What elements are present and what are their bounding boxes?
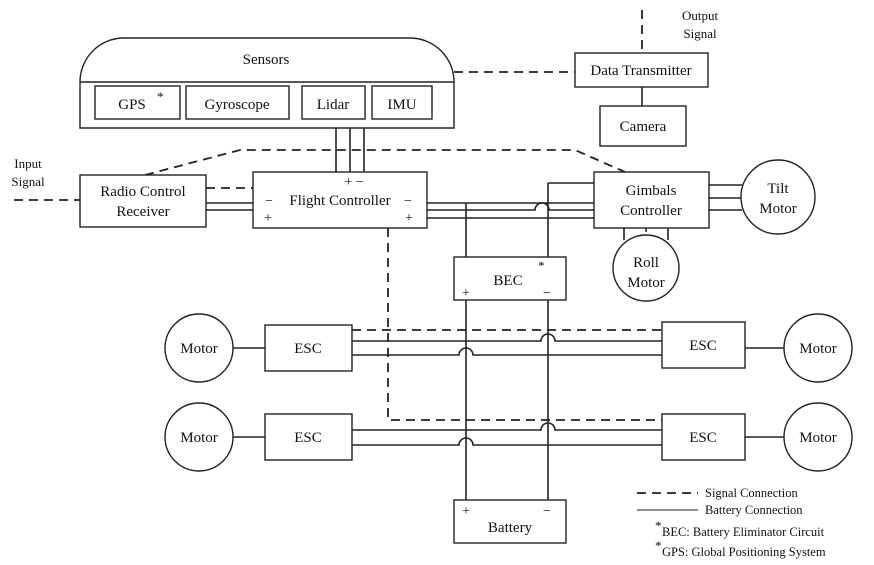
battery-minus: − bbox=[543, 504, 551, 519]
data-transmitter-label: Data Transmitter bbox=[590, 63, 691, 79]
esc-rear-right bbox=[661, 413, 746, 461]
flight-controller-label: Flight Controller bbox=[289, 193, 390, 209]
lidar-box bbox=[301, 85, 366, 120]
roll-motor-label-1: Roll bbox=[633, 255, 659, 271]
radio-control-receiver-label-1: Radio Control bbox=[100, 184, 185, 200]
esc-front-left bbox=[264, 324, 353, 372]
tilt-motor-label-2: Motor bbox=[759, 201, 797, 217]
input-signal-label-2: Signal bbox=[11, 174, 45, 189]
motor-rear-right bbox=[783, 402, 853, 472]
legend-signal-label: Signal Connection bbox=[705, 486, 798, 500]
motor-front-left-label: Motor bbox=[180, 341, 218, 357]
battery-box bbox=[453, 499, 567, 544]
battery-plus: + bbox=[462, 504, 470, 519]
radio-control-receiver-label-2: Receiver bbox=[116, 204, 169, 220]
imu-box bbox=[371, 85, 433, 120]
gps-box bbox=[94, 85, 181, 120]
roll-motor-label-2: Motor bbox=[627, 275, 665, 291]
motor-rear-left-label: Motor bbox=[180, 430, 218, 446]
gps-asterisk: * bbox=[157, 89, 164, 104]
esc-rear-right-label: ESC bbox=[689, 430, 717, 446]
imu-label: IMU bbox=[387, 97, 416, 113]
data-transmitter-box bbox=[574, 52, 709, 88]
legend: Signal Connection Battery Connection * B… bbox=[637, 486, 826, 559]
fc-top-polarity: + − bbox=[344, 175, 363, 190]
legend-gps-asterisk: * bbox=[655, 538, 662, 553]
bec-minus: − bbox=[543, 286, 551, 301]
roll-motor-circle bbox=[612, 234, 680, 302]
tilt-motor-circle bbox=[740, 159, 816, 235]
legend-battery-label: Battery Connection bbox=[705, 503, 803, 517]
motor-front-left bbox=[164, 313, 234, 383]
esc-front-left-label: ESC bbox=[294, 341, 322, 357]
motor-front-right bbox=[783, 313, 853, 383]
bec-plus: + bbox=[462, 286, 470, 301]
sensors-group: Sensors GPS * Gyroscope Lidar IMU bbox=[79, 37, 455, 129]
signal-connections bbox=[14, 10, 662, 421]
motor-front-right-label: Motor bbox=[799, 341, 837, 357]
bec-box bbox=[453, 256, 567, 301]
motor-rear-right-label: Motor bbox=[799, 430, 837, 446]
battery-label: Battery bbox=[488, 520, 533, 536]
gimbals-controller-label-1: Gimbals bbox=[626, 183, 677, 199]
output-signal-label-1: Output bbox=[682, 8, 719, 23]
fc-right-plus: + bbox=[405, 211, 413, 226]
camera-box bbox=[599, 105, 687, 147]
fc-left-plus: + bbox=[264, 211, 272, 226]
esc-rear-left-label: ESC bbox=[294, 430, 322, 446]
esc-rear-left bbox=[264, 413, 353, 461]
sensors-title: Sensors bbox=[243, 52, 290, 68]
fc-left-minus: − bbox=[265, 194, 273, 209]
gimbals-controller-box bbox=[593, 171, 710, 229]
legend-bec-note: BEC: Battery Eliminator Circuit bbox=[662, 525, 825, 539]
input-signal-label-1: Input bbox=[14, 156, 42, 171]
legend-bec-asterisk: * bbox=[655, 518, 662, 533]
camera-label: Camera bbox=[620, 119, 667, 135]
tilt-motor-label-1: Tilt bbox=[767, 181, 789, 197]
radio-control-receiver-box bbox=[79, 174, 207, 228]
esc-front-right-label: ESC bbox=[689, 338, 717, 354]
bec-label: BEC bbox=[493, 273, 522, 289]
gps-label: GPS bbox=[118, 97, 146, 113]
motor-rear-left bbox=[164, 402, 234, 472]
fc-right-minus: − bbox=[404, 194, 412, 209]
legend-gps-note: GPS: Global Positioning System bbox=[662, 545, 826, 559]
esc-front-right bbox=[661, 321, 746, 369]
flight-controller-box bbox=[252, 171, 428, 229]
lidar-label: Lidar bbox=[317, 97, 349, 113]
output-signal-label-2: Signal bbox=[683, 26, 717, 41]
gimbals-controller-label-2: Controller bbox=[620, 203, 682, 219]
gyroscope-box bbox=[185, 85, 290, 120]
gyroscope-label: Gyroscope bbox=[205, 97, 270, 113]
bec-asterisk: * bbox=[538, 258, 545, 273]
battery-connections bbox=[206, 87, 785, 500]
